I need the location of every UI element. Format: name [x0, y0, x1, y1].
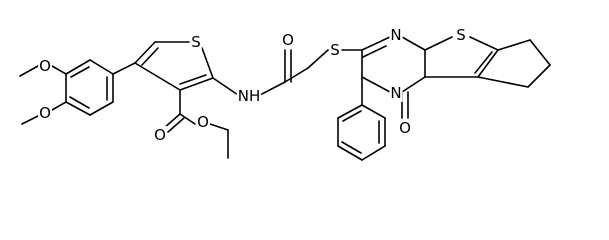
atom-label-backdrop: [329, 41, 341, 59]
atom-label-backdrop: [153, 126, 167, 144]
atom-s-thiophene-right: S: [456, 26, 466, 44]
bond-lines: [19, 36, 551, 161]
atom-label-backdrop: [236, 87, 262, 105]
atom-s-thiophene-left: S: [191, 33, 201, 51]
atom-n-pyrimidine-top: N: [390, 26, 401, 44]
atom-labels: S S S NH N N O O O O O O: [38, 26, 467, 144]
atom-label-backdrop: [455, 26, 467, 44]
atom-n-amide: NH: [238, 87, 261, 105]
atom-label-backdrop: [398, 119, 412, 137]
atom-s-thioether: S: [330, 41, 340, 59]
atom-o-pyrimidinone: O: [399, 119, 411, 137]
atom-label-backdrop: [389, 84, 403, 102]
atom-label-backdrop: [196, 113, 210, 131]
atom-o-ester-ether: O: [197, 113, 209, 131]
chemical-structure: S S S NH N N O O O O O O: [19, 26, 551, 161]
atom-o-methoxy-lower: O: [39, 104, 51, 122]
atom-o-methoxy-upper: O: [39, 57, 51, 75]
atom-label-backdrop: [389, 26, 403, 44]
atom-n-pyrimidine-phenyl: N: [390, 84, 401, 102]
atom-label-backdrop: [281, 31, 295, 49]
atom-o-amide: O: [282, 31, 294, 49]
atom-label-backdrop: [38, 57, 52, 75]
atom-o-ester-carbonyl: O: [154, 126, 166, 144]
atom-label-backdrop: [38, 104, 52, 122]
atom-label-backdrop: [190, 33, 202, 51]
